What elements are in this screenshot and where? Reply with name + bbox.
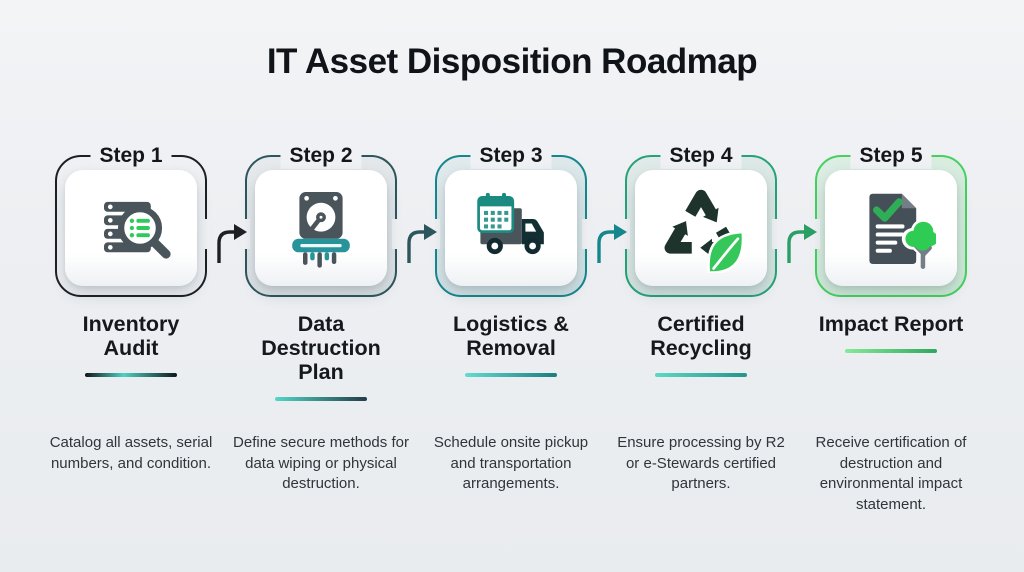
step-column-data-destruction: Step 2 — [226, 143, 416, 555]
step-connector-arrow-4 — [775, 205, 819, 265]
step-column-impact-report: Step 5 — [796, 143, 986, 555]
harddrive-shredder-icon — [292, 192, 350, 268]
step-description: Receive certification of destruction and… — [815, 434, 967, 513]
title-underline — [275, 397, 367, 401]
step-frame: Step 2 — [242, 143, 400, 297]
icon-card — [445, 170, 577, 286]
step-number-label: Step 1 — [90, 143, 172, 169]
border-gap — [392, 219, 400, 249]
step-frame: Step 4 — [622, 143, 780, 297]
step-description: Schedule onsite pickup and transportatio… — [433, 434, 589, 492]
step-description: Define secure methods for data wiping or… — [233, 434, 409, 492]
step-number-label: Step 3 — [470, 143, 552, 169]
icon-card — [825, 170, 957, 286]
step-title: Impact Report — [818, 312, 964, 336]
step-description: Catalog all assets, serial numbers, and … — [49, 434, 213, 472]
step-frame: Step 3 — [432, 143, 590, 297]
page-title: IT Asset Disposition Roadmap — [266, 42, 758, 81]
step-title: Logistics & Removal — [453, 312, 569, 360]
icon-card — [255, 170, 387, 286]
step-title: Inventory Audit — [82, 312, 180, 360]
step-frame: Step 1 — [55, 143, 210, 297]
step-column-certified-recycling: Step 4 Certified Recycling — [606, 143, 796, 555]
step-connector-arrow-2 — [395, 205, 439, 265]
border-gap — [242, 219, 250, 249]
border-gap — [622, 219, 630, 249]
step-frame: Step 5 — [812, 143, 967, 297]
icon-card — [65, 170, 197, 286]
step-number-label: Step 4 — [660, 143, 742, 169]
border-gap — [772, 219, 780, 249]
step-title: Certified Recycling — [650, 312, 752, 360]
step-connector-arrow-1 — [205, 205, 249, 265]
document-tree-icon — [869, 193, 936, 269]
recycle-leaf-icon — [664, 189, 745, 273]
border-gap — [202, 219, 210, 249]
step-column-inventory-audit: Step 1 — [36, 143, 226, 555]
step-number-label: Step 2 — [280, 143, 362, 169]
roadmap-steps: Step 1 — [36, 143, 986, 555]
title-underline — [85, 373, 177, 377]
border-gap — [432, 219, 440, 249]
step-column-logistics-removal: Step 3 — [416, 143, 606, 555]
truck-calendar-icon — [477, 192, 544, 255]
step-title: Data Destruction Plan — [261, 312, 381, 384]
title-underline — [655, 373, 747, 377]
step-description: Ensure processing by R2 or e-Stewards ce… — [617, 434, 785, 492]
title-underline — [465, 373, 557, 377]
border-gap — [582, 219, 590, 249]
border-gap — [812, 219, 820, 249]
icon-card — [635, 170, 767, 286]
step-connector-arrow-3 — [585, 205, 629, 265]
step-number-label: Step 5 — [850, 143, 932, 169]
server-magnifier-icon — [104, 201, 171, 259]
title-underline — [845, 349, 937, 353]
